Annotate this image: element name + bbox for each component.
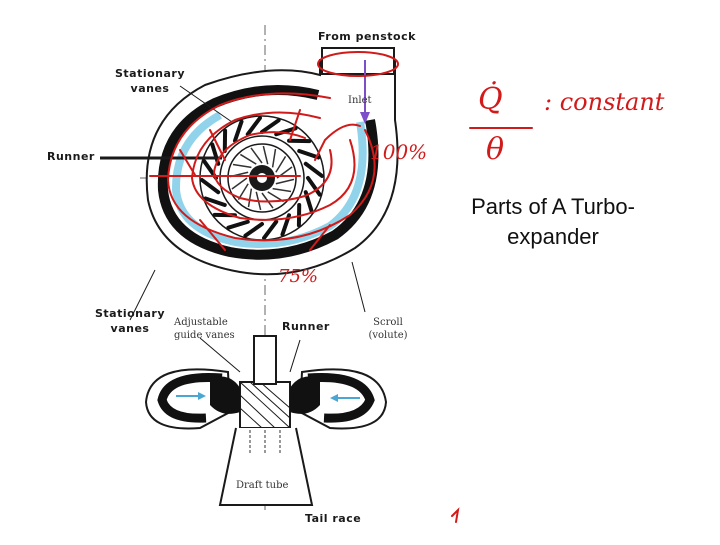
ink-ratio-constant: : constant [544,88,664,116]
leader-guide-vanes [200,338,240,372]
label-from-penstock: From penstock [318,30,416,43]
ink-100-percent: 100% [370,140,427,164]
ink-ratio-denominator: θ [486,132,504,167]
label-runner-bottom: Runner [282,320,330,333]
label-tail-race: Tail race [305,512,361,525]
slide-caption: Parts of A Turbo-expander [458,192,648,252]
label-adjustable-guide-vanes: Adjustable guide vanes [174,316,244,342]
ink-75-percent: 75% [278,266,318,287]
label-runner-left: Runner [47,150,95,163]
runner-shaft [257,173,267,183]
leader-scroll [352,262,365,312]
label-draft-tube: Draft tube [236,480,288,491]
label-stationary-vanes-top: Stationary vanes [110,66,190,96]
label-stationary-vanes-bottom: Stationary vanes [90,306,170,336]
label-scroll-volute: Scroll (volute) [358,316,418,342]
leader-runner-bottom [290,340,300,372]
ink-mark-bottom [452,510,458,522]
label-inlet: Inlet [348,95,372,106]
ink-ratio-numerator: Q̇ [478,82,503,117]
